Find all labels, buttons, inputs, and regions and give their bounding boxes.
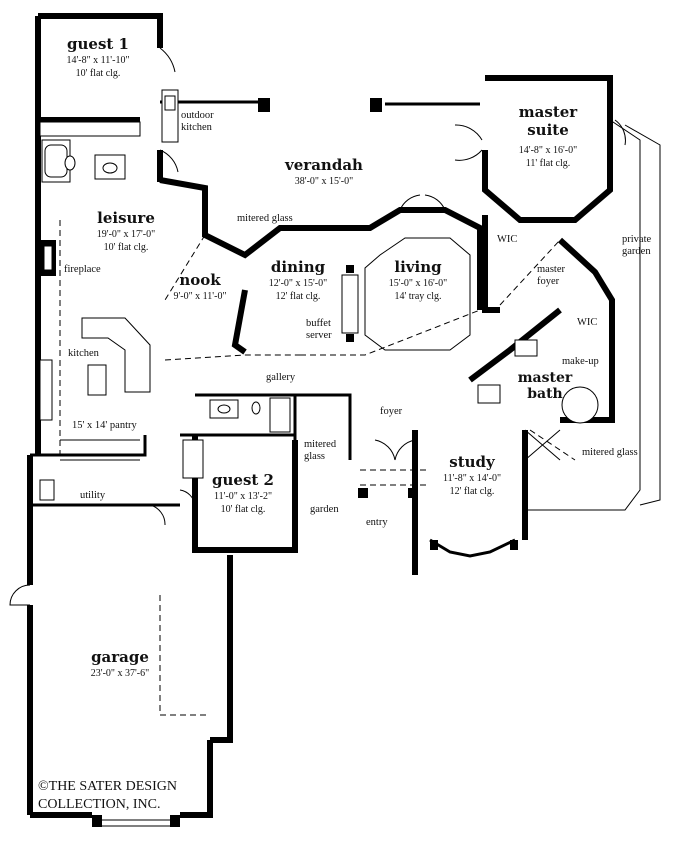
label-private: private [622, 234, 651, 245]
room-name-line1: master [518, 370, 573, 386]
room-guest-1: guest 1 14'-8" x 11'-10" 10' flat clg. [66, 35, 129, 79]
label-fireplace: fireplace [64, 264, 101, 275]
copyright-notice: ©THE SATER DESIGN COLLECTION, INC. [38, 779, 177, 812]
label-make-up: make-up [562, 356, 599, 367]
label-wic-2: WIC [577, 317, 597, 328]
room-name: garage [91, 648, 149, 666]
room-dining: dining 12'-0" x 15'-0" 12' flat clg. [269, 258, 327, 302]
room-dims: 11'-0" x 13'-2" [214, 491, 272, 502]
room-guest-2: guest 2 11'-0" x 13'-2" 10' flat clg. [212, 471, 274, 515]
label-foyer: foyer [380, 406, 403, 417]
room-name: guest 2 [212, 471, 274, 489]
label-master-foyer-1: master [537, 264, 565, 275]
room-dims: 14'-8" x 11'-10" [66, 55, 129, 66]
room-master-bath: master bath [518, 370, 573, 402]
label-wic-1: WIC [497, 234, 517, 245]
label-utility: utility [80, 490, 106, 501]
room-labels: guest 1 14'-8" x 11'-10" 10' flat clg. v… [66, 35, 578, 679]
copyright-line-1: ©THE SATER DESIGN [38, 779, 177, 794]
room-ceiling: 14' tray clg. [394, 291, 441, 302]
room-dims: 23'-0" x 37'-6" [91, 668, 149, 679]
label-entry: entry [366, 517, 388, 528]
label-glass: glass [304, 451, 325, 462]
room-name: dining [271, 258, 326, 276]
room-dims: 19'-0" x 17'-0" [97, 229, 155, 240]
label-outdoor: outdoor [181, 110, 214, 121]
room-dims: 14'-8" x 16'-0" [519, 145, 577, 156]
room-name: study [449, 453, 496, 471]
copyright-line-2: COLLECTION, INC. [38, 797, 161, 812]
room-leisure: leisure 19'-0" x 17'-0" 10' flat clg. [97, 209, 155, 253]
dashed-openings [59, 220, 576, 716]
label-gallery: gallery [266, 372, 296, 383]
room-ceiling: 10' flat clg. [76, 68, 121, 79]
room-dims: 38'-0" x 15'-0" [295, 176, 353, 187]
room-name: nook [179, 271, 221, 289]
room-dims: 9'-0" x 11'-0" [173, 291, 226, 302]
room-dims: 12'-0" x 15'-0" [269, 278, 327, 289]
room-master-suite: master suite 14'-8" x 16'-0" 11' flat cl… [519, 103, 579, 169]
room-name-line2: suite [527, 121, 569, 139]
label-kitchen-outdoor: kitchen [181, 122, 213, 133]
room-dims: 11'-8" x 14'-0" [443, 473, 501, 484]
fixtures [39, 89, 599, 827]
room-name: guest 1 [67, 35, 129, 53]
room-name-line2: bath [527, 386, 563, 402]
label-master-foyer-2: foyer [537, 276, 560, 287]
room-ceiling: 12' flat clg. [276, 291, 321, 302]
label-buffet: buffet [306, 318, 331, 329]
room-name: living [394, 258, 442, 276]
label-garden: garden [310, 504, 339, 515]
room-study: study 11'-8" x 14'-0" 12' flat clg. [443, 453, 501, 497]
label-mitered-glass-top: mitered glass [237, 213, 293, 224]
exterior-walls [27, 13, 661, 818]
room-ceiling: 10' flat clg. [104, 242, 149, 253]
label-kitchen: kitchen [68, 348, 100, 359]
room-nook: nook 9'-0" x 11'-0" [173, 271, 226, 302]
label-mitered-glass-right: mitered glass [582, 447, 638, 458]
room-garage: garage 23'-0" x 37'-6" [91, 648, 149, 679]
room-dims: 15'-0" x 16'-0" [389, 278, 447, 289]
room-ceiling: 10' flat clg. [221, 504, 266, 515]
label-pantry: 15' x 14' pantry [72, 420, 137, 431]
doors [9, 47, 626, 606]
room-ceiling: 11' flat clg. [526, 158, 570, 169]
label-mitered: mitered [304, 439, 337, 450]
room-ceiling: 12' flat clg. [450, 486, 495, 497]
room-name-line1: master [519, 103, 579, 121]
room-verandah: verandah 38'-0" x 15'-0" [284, 156, 363, 187]
room-living: living 15'-0" x 16'-0" 14' tray clg. [389, 258, 447, 302]
label-server: server [306, 330, 332, 341]
label-private-garden: garden [622, 246, 651, 257]
room-name: verandah [284, 156, 363, 174]
room-name: leisure [97, 209, 155, 227]
minor-labels: outdoor kitchen mitered glass fireplace … [64, 110, 651, 528]
